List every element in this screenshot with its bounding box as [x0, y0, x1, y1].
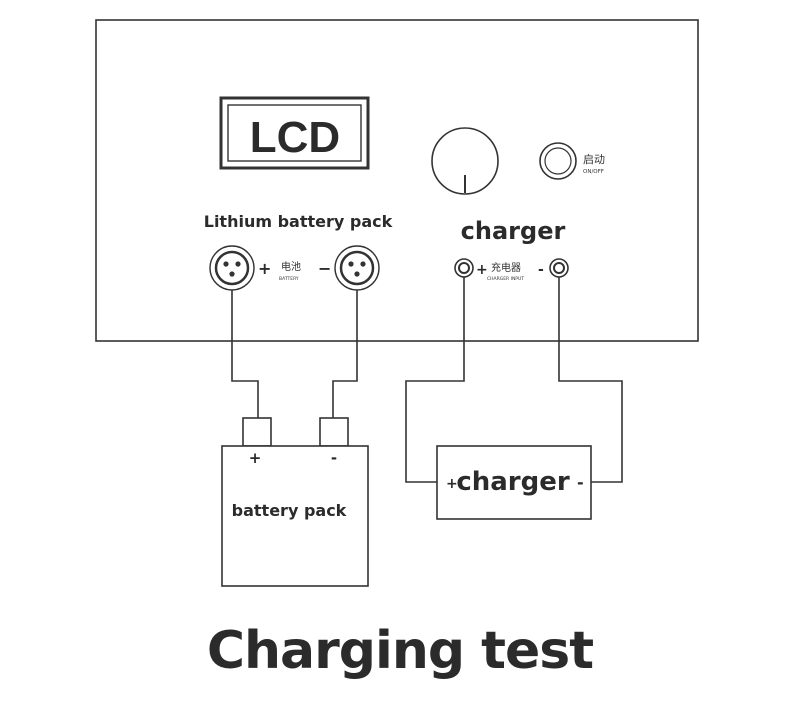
caption-title: Charging test — [207, 621, 593, 681]
lcd-display: LCD — [219, 96, 370, 170]
charger-unit — [436, 445, 592, 520]
battery-plus-wire — [231, 290, 259, 418]
charger-unit-label: charger — [456, 467, 570, 497]
battery-pack-minus-sign: - — [331, 449, 337, 467]
battery-port-cn-label: 电池 — [281, 260, 301, 273]
battery-pack-body — [221, 445, 369, 587]
battery-pack — [221, 417, 369, 587]
battery-plus-connector — [209, 245, 255, 291]
battery-minus-terminal-tab — [319, 417, 349, 447]
battery-pack-label: battery pack — [232, 501, 347, 520]
battery-minus-sign: − — [318, 259, 331, 278]
battery-section-title: Lithium battery pack — [204, 212, 393, 231]
power-switch-en-label: ON/OFF — [583, 169, 604, 175]
battery-plus-terminal-tab — [242, 417, 272, 447]
power-switch-cn-label: 启动 — [583, 153, 605, 166]
charger-plus-wire — [405, 277, 465, 483]
lcd-label: LCD — [250, 113, 340, 162]
device-panel — [95, 19, 699, 342]
charger-port-minus-sign: - — [538, 262, 544, 278]
battery-minus-connector — [334, 245, 380, 291]
battery-plus-sign: + — [258, 259, 271, 278]
charger-unit-plus-sign: + — [446, 476, 458, 492]
battery-port-en-label: BATTERY — [279, 276, 299, 282]
charger-port-cn-label: 充电器 — [491, 261, 521, 274]
power-switch-button[interactable] — [539, 142, 577, 180]
charger-port-plus-sign: + — [476, 262, 488, 278]
charger-section-title: charger — [461, 217, 566, 245]
adjust-knob[interactable] — [431, 127, 499, 195]
battery-pack-plus-sign: + — [249, 449, 262, 467]
charger-minus-terminal — [549, 258, 569, 278]
charger-unit-minus-sign: - — [577, 473, 584, 492]
charger-plus-terminal — [454, 258, 474, 278]
battery-minus-wire — [332, 290, 358, 418]
charger-port-en-label: CHARGER INPUT — [487, 276, 524, 282]
charger-minus-wire — [558, 277, 623, 483]
